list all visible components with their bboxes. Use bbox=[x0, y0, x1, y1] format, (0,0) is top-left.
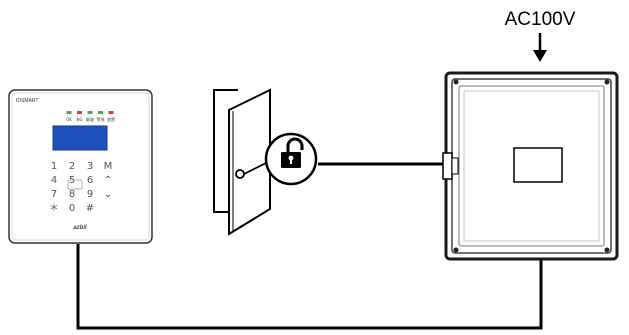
reader-logo: azbil bbox=[73, 225, 87, 231]
screw-icon bbox=[604, 247, 610, 253]
keypad-key: M bbox=[104, 161, 113, 172]
keypad-key: 9 bbox=[87, 189, 93, 200]
controller-panel bbox=[442, 71, 619, 261]
status-led bbox=[108, 111, 114, 114]
status-led bbox=[77, 111, 82, 114]
door-icon bbox=[213, 88, 271, 236]
keypad-key: # bbox=[86, 203, 94, 214]
keypad-key: ＊ bbox=[49, 203, 59, 214]
panel-window bbox=[513, 147, 563, 183]
card-scan-icon bbox=[67, 179, 83, 190]
screw-icon bbox=[453, 247, 459, 253]
status-led bbox=[98, 111, 103, 114]
status-leds: OK NG 解錠警戒放置 bbox=[66, 111, 115, 122]
status-led bbox=[66, 111, 72, 114]
keypad-key: 5 bbox=[69, 175, 75, 186]
panel-latch bbox=[442, 152, 453, 180]
reader-controller-cable bbox=[76, 244, 543, 330]
keypad-key: 2 bbox=[69, 161, 75, 172]
keypad-key: 4 bbox=[51, 175, 57, 186]
power-label: AC100V bbox=[505, 9, 576, 30]
keypad-key: ⌃ bbox=[104, 175, 112, 186]
status-led-label: 警戒 bbox=[97, 116, 105, 122]
reader-body bbox=[8, 89, 153, 244]
keypad-key: ⌄ bbox=[104, 189, 112, 200]
keypad-key: 7 bbox=[51, 189, 57, 200]
status-led-label: 解錠 bbox=[86, 116, 94, 122]
screw-icon bbox=[604, 79, 610, 85]
keypad-key: 8 bbox=[69, 189, 75, 200]
keypad-key: 6 bbox=[87, 175, 93, 186]
screw-icon bbox=[453, 79, 459, 85]
reader-brand: IDSMART bbox=[16, 98, 38, 104]
reader-display bbox=[52, 125, 108, 151]
status-led bbox=[87, 111, 93, 114]
power-arrow bbox=[533, 33, 547, 62]
status-led-label: NG bbox=[76, 117, 82, 122]
keypad-key: 3 bbox=[87, 161, 93, 172]
keypad-key: 0 bbox=[69, 203, 75, 214]
keypad-key: 1 bbox=[51, 161, 57, 172]
unlocked-padlock-icon bbox=[264, 132, 318, 186]
status-led-label: 放置 bbox=[107, 116, 115, 122]
status-led-label: OK bbox=[66, 117, 72, 122]
